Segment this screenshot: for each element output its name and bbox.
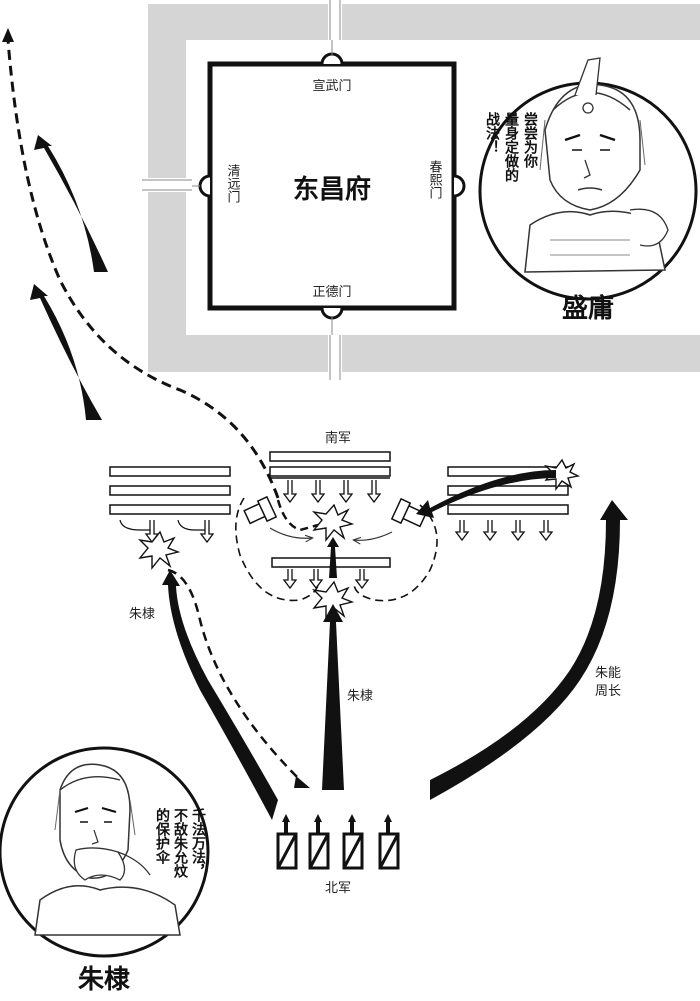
explosion-right <box>543 458 581 492</box>
retreat-arrows-left <box>2 28 280 499</box>
city-outer-wall <box>142 0 700 380</box>
label-zhu-di-center: 朱棣 <box>347 689 373 704</box>
north-unit <box>342 814 364 870</box>
label-zhu-neng-line1: 朱能 <box>595 666 621 681</box>
attack-arrow-right <box>430 500 628 800</box>
city-name: 东昌府 <box>293 174 371 205</box>
explosion-center-top <box>311 503 355 542</box>
portrait-zhu-di <box>0 746 210 958</box>
portrait-sheng-yong <box>478 57 698 301</box>
dashed-route-left <box>167 568 301 781</box>
cannon-left <box>243 495 278 525</box>
attack-arrow-center <box>322 604 344 790</box>
explosion-marks <box>137 458 581 620</box>
zhu-di-name: 朱棣 <box>78 965 130 995</box>
zhu-di-quote-line1: 千法万法， <box>190 807 207 878</box>
north-army-units <box>276 814 400 870</box>
attack-arrows <box>162 470 628 820</box>
zhu-di-quote-line3: 的保护伞 <box>154 807 171 865</box>
gate-south-label: 正德门 <box>312 285 351 300</box>
sheng-yong-quote-line2: 量身定做的 <box>503 112 520 183</box>
north-unit <box>276 814 298 870</box>
north-unit <box>378 814 400 870</box>
south-army-right <box>447 466 569 542</box>
zhu-di-quote-line2: 不敌朱允炆 <box>172 808 189 879</box>
south-army-center-top <box>269 451 391 504</box>
sheng-yong-quote-line1: 尝尝为你 <box>522 111 539 169</box>
label-zhu-di-left: 朱棣 <box>129 607 155 622</box>
city-inner-wall <box>192 40 466 335</box>
sheng-yong-name: 盛庸 <box>562 293 614 324</box>
south-army-label: 南军 <box>325 430 351 446</box>
encircle-loops <box>235 497 438 602</box>
south-army-left <box>109 466 231 544</box>
explosion-left <box>137 530 181 570</box>
gate-east-label: 春熙门 <box>427 160 443 199</box>
north-army-label: 北军 <box>325 881 351 896</box>
north-unit <box>308 814 330 870</box>
sheng-yong-quote-line3: 战法！ <box>484 111 500 154</box>
cannon-right <box>390 497 427 528</box>
gate-west-label: 清远门 <box>225 164 241 203</box>
attack-arrow-left <box>162 570 278 820</box>
flank-arrows <box>269 527 393 540</box>
gate-north-label: 宣武门 <box>312 78 351 94</box>
label-zhu-neng-line2: 周长 <box>595 684 621 699</box>
